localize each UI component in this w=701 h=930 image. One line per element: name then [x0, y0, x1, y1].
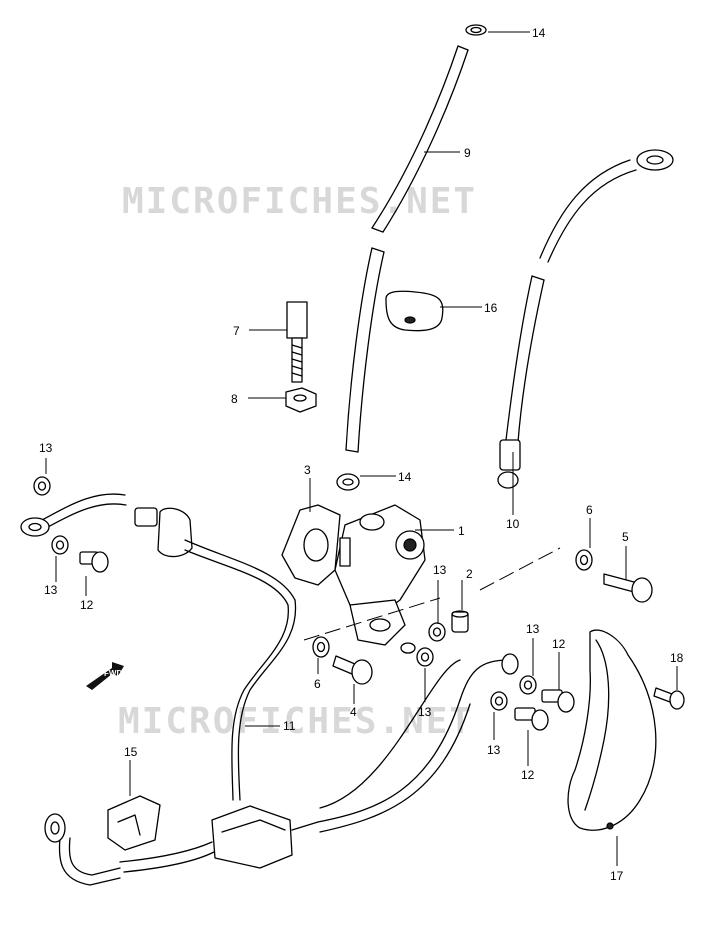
- callout-13-d: 13: [526, 622, 540, 636]
- callout-7: 7: [233, 324, 240, 338]
- stud-bolt-7: [286, 301, 308, 383]
- callout-10: 10: [506, 517, 520, 531]
- callout-4: 4: [350, 705, 357, 719]
- gasket-3: [281, 504, 341, 586]
- alignment-lines: [303, 547, 561, 641]
- callout-12-right-bottom: 12: [521, 768, 535, 782]
- hose-9: [345, 45, 469, 453]
- leader-lines: [45, 31, 678, 866]
- callout-13-b: 13: [433, 563, 447, 577]
- callout-3: 3: [304, 463, 311, 477]
- hose-11: [231, 599, 297, 801]
- screw-18: [653, 687, 685, 710]
- callout-13-a: 13: [39, 441, 53, 455]
- fuel-valve-1: [334, 504, 426, 654]
- callout-15: 15: [124, 745, 138, 759]
- watermark-bottom: MICROFICHES.NET: [118, 701, 473, 742]
- callout-2: 2: [466, 567, 473, 581]
- callout-5: 5: [622, 530, 629, 544]
- callout-labels: 14 9 16 7 8 13 3 14 10 6 1 5 13 2 13 12 …: [39, 26, 684, 883]
- callout-9: 9: [464, 146, 471, 160]
- callout-11: 11: [283, 719, 296, 733]
- callout-6-right: 6: [586, 503, 593, 517]
- lower-hose-assembly: [44, 653, 519, 886]
- clip-14-middle: [336, 473, 360, 491]
- fuel-pipe-10: [497, 149, 674, 489]
- callout-17: 17: [610, 869, 624, 883]
- cover-17: [567, 629, 657, 831]
- callout-12-left: 12: [80, 598, 94, 612]
- watermark-top: MICROFICHES.NET: [122, 181, 477, 222]
- bolt-5: [603, 573, 653, 603]
- callout-13-f: 13: [487, 743, 501, 757]
- callout-1: 1: [458, 524, 465, 538]
- callout-13-e: 13: [418, 705, 432, 719]
- callout-14-top: 14: [532, 26, 546, 40]
- washers-6: [312, 549, 593, 658]
- spacer-2: [451, 610, 469, 633]
- left-fuel-pipe: [20, 493, 296, 606]
- bolt-4: [332, 655, 373, 685]
- bracket-15: [107, 795, 161, 851]
- callout-18: 18: [670, 651, 684, 665]
- callout-13-c: 13: [44, 583, 58, 597]
- callout-14-middle: 14: [398, 470, 412, 484]
- callout-16: 16: [484, 301, 498, 315]
- clip-14-top: [465, 24, 487, 36]
- forward-label: FWD: [104, 669, 122, 678]
- callout-6-left: 6: [314, 677, 321, 691]
- bolts-12: [79, 551, 575, 731]
- washers-13: [33, 476, 537, 711]
- forward-arrow-icon: FWD: [86, 662, 124, 690]
- callout-12-right-top: 12: [552, 637, 566, 651]
- grommet-16: [385, 290, 444, 332]
- nut-8: [285, 387, 317, 413]
- callout-8: 8: [231, 392, 238, 406]
